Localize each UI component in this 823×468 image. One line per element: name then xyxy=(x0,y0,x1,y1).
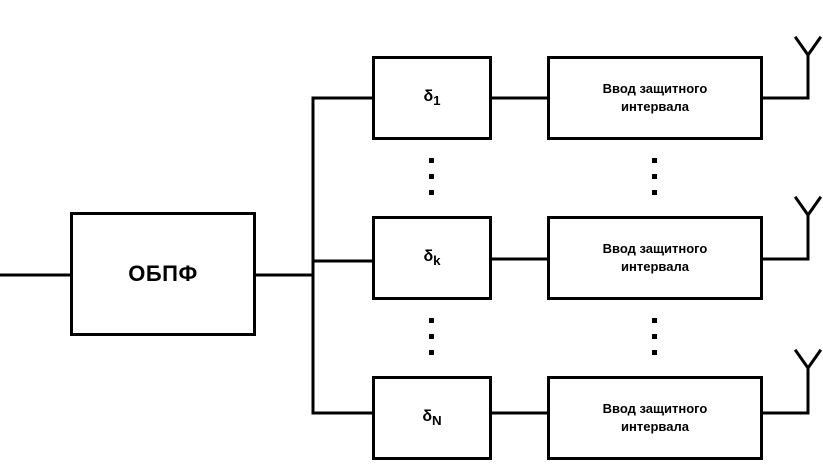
guard-block-k: Ввод защитного интервала xyxy=(547,216,763,300)
guard-to-antenna-n xyxy=(761,366,810,415)
delay-block-k: δk xyxy=(372,216,492,300)
guard-label-k-line2: интервала xyxy=(621,259,689,274)
delay-dots-upper xyxy=(429,158,434,195)
guard-block-1: Ввод защитного интервала xyxy=(547,56,763,140)
delay-dots-lower xyxy=(429,318,434,355)
antenna-n-icon xyxy=(793,348,823,371)
guard-label-k-line1: Ввод защитного xyxy=(602,241,708,256)
guard-dots-upper xyxy=(652,158,657,195)
guard-label-n-line2: интервала xyxy=(621,419,689,434)
guard-block-n: Ввод защитного интервала xyxy=(547,376,763,460)
delay-block-n: δN xyxy=(372,376,492,460)
guard-label-1-line1: Ввод защитного xyxy=(602,81,708,96)
delay-label-1: δ1 xyxy=(423,87,441,109)
obpf-label: ОБПФ xyxy=(128,261,198,286)
delay-label-n: δN xyxy=(422,407,442,429)
guard-label-1-line2: интервала xyxy=(621,99,689,114)
guard-dots-lower xyxy=(652,318,657,355)
guard-label-n-line1: Ввод защитного xyxy=(602,401,708,416)
delay-label-k: δk xyxy=(423,247,441,269)
obpf-block: ОБПФ xyxy=(70,212,256,336)
guard-to-antenna-k xyxy=(761,213,810,261)
delay-block-1: δ1 xyxy=(372,56,492,140)
guard-to-antenna-1 xyxy=(761,53,810,100)
antenna-1-icon xyxy=(793,35,823,58)
antenna-k-icon xyxy=(793,195,823,218)
